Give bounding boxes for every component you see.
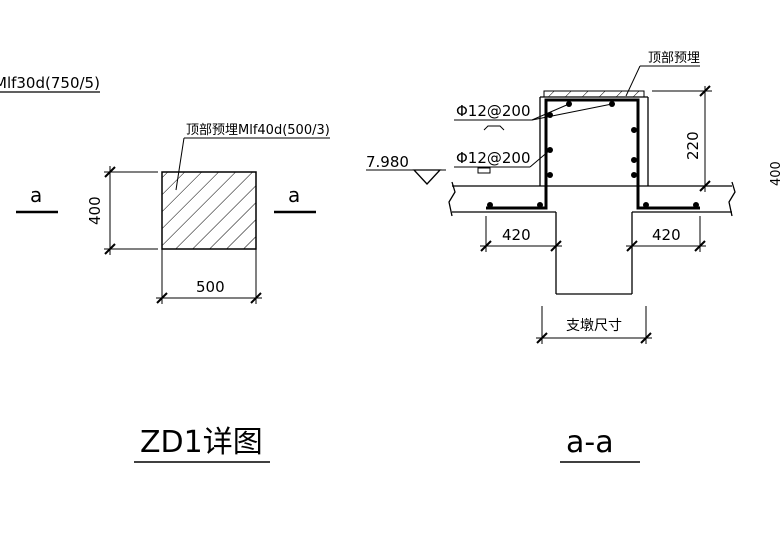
section-title: a-a [566,425,614,460]
section-mark-right: a [288,183,300,207]
plan-dim-vertical [104,166,158,255]
embed-leader-line [175,137,185,191]
section-dim-left-label: 420 [502,226,531,244]
embed-plate-plan [161,171,257,250]
section-mark-left: a [30,183,42,207]
rebar-label-lower: Φ12@200 [456,149,531,167]
support-size-dim [536,306,652,344]
section-view: 顶部预埋 [366,51,784,463]
section-dim-height: 220 [684,131,702,160]
rebar-label-upper: Φ12@200 [456,102,531,120]
plan-title: ZD1详图 [140,425,263,460]
rebar-bar-symbol [477,167,491,174]
plan-dim-width: 500 [196,278,225,296]
edge-fragment: 400 [769,161,784,186]
plan-view: Mlf30d(750/5) 顶部预埋Mlf40d(500/3) a a 400 [0,74,330,463]
rebar-leader-upper-1 [531,103,613,121]
support-size-label: 支墩尺寸 [566,318,622,334]
elevation-triangle [412,169,442,185]
section-dim-right-label: 420 [652,226,681,244]
rebar-leader-upper-2 [531,103,570,121]
rebar-cage [486,98,700,210]
plan-top-left-label: Mlf30d(750/5) [0,74,100,92]
section-top-embed-label: 顶部预埋 [648,51,700,66]
embed-plate-label: 顶部预埋Mlf40d(500/3) [186,123,330,138]
section-dim-left [480,216,562,252]
plan-dim-height: 400 [86,196,104,225]
rebar-leader-lower [529,149,551,168]
support-pier-outline [448,90,736,295]
rebar-hook-symbol [483,125,505,131]
section-dim-vertical [652,85,712,192]
plan-dim-horizontal [156,236,262,304]
elevation-label: 7.980 [366,153,409,171]
section-dim-right [626,216,706,252]
